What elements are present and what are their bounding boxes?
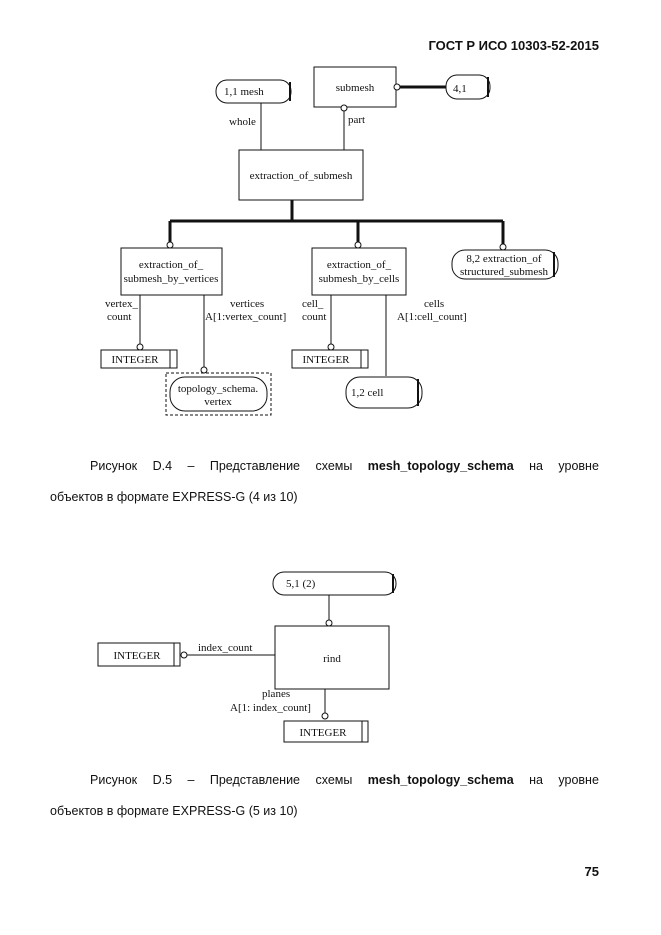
topology-vertex-label-1: topology_schema. — [178, 383, 259, 395]
integer-label-1: INTEGER — [111, 354, 159, 366]
part-attr-label: part — [348, 114, 365, 126]
structured-submesh-reference — [451, 249, 559, 280]
vertex-count-label-2: count — [107, 311, 131, 323]
caption-word: Рисунок — [90, 459, 138, 473]
extraction-of-submesh-entity — [238, 149, 364, 201]
vertices-label-1: vertices — [230, 298, 264, 310]
caption-word: – — [187, 773, 195, 787]
vertices-label-2: A[1:vertex_count] — [205, 311, 286, 323]
caption-word: уровне — [558, 773, 599, 787]
caption-word: Рисунок — [90, 773, 138, 787]
caption-line-2: объектов в формате EXPRESS-G (5 из 10) — [50, 804, 298, 818]
caption-word: D.5 — [152, 773, 173, 787]
integer-label-2: INTEGER — [302, 354, 350, 366]
cell-reference-box — [345, 376, 423, 409]
caption-word: схемы — [315, 773, 353, 787]
integer-bottom-label: INTEGER — [299, 727, 347, 739]
rind-label: rind — [323, 653, 341, 665]
figure-d4-diagram: 1,1 mesh submesh 4,1 whole part extracti… — [100, 66, 559, 416]
cells-label-2: A[1:cell_count] — [397, 311, 467, 323]
caption-line-2: объектов в формате EXPRESS-G (4 из 10) — [50, 490, 298, 504]
submesh-ref-label: 4,1 — [453, 83, 467, 95]
by-cells-label-1: extraction_of_ — [327, 259, 392, 271]
by-vertices-label-1: extraction_of_ — [139, 259, 204, 271]
caption-schema-name: mesh_topology_schema — [367, 773, 514, 787]
caption-word: на — [529, 459, 543, 473]
extraction-label: extraction_of_submesh — [250, 170, 353, 182]
caption-word: уровне — [558, 459, 599, 473]
whole-attr-label: whole — [229, 116, 256, 128]
extraction-by-vertices-entity — [120, 247, 223, 296]
topology-vertex-reference-inner — [169, 376, 268, 412]
figure-d5-caption: Рисунок D.5 – Представление схемы mesh_t… — [50, 765, 599, 827]
planes-label-1: planes — [262, 688, 290, 700]
rind-ref-label: 5,1 (2) — [286, 578, 316, 590]
caption-word: – — [187, 459, 195, 473]
document-header: ГОСТ Р ИСО 10303-52-2015 — [428, 38, 599, 53]
topology-vertex-label-2: vertex — [204, 396, 232, 408]
figure-d4-caption: Рисунок D.4 – Представление схемы mesh_t… — [50, 451, 599, 513]
by-cells-label-2: submesh_by_cells — [319, 273, 400, 285]
extraction-by-cells-entity — [311, 247, 407, 296]
caption-word: схемы — [315, 459, 353, 473]
by-vertices-label-2: submesh_by_vertices — [124, 273, 219, 285]
vertex-count-label-1: vertex_ — [105, 298, 138, 310]
integer-left-label: INTEGER — [113, 650, 161, 662]
topology-vertex-reference-outer — [165, 372, 272, 416]
integer-type-box-left — [97, 642, 181, 667]
submesh-label: submesh — [336, 82, 375, 94]
integer-type-box-bottom — [283, 720, 369, 743]
structured-label-2: structured_submesh — [460, 266, 548, 278]
rind-entity — [274, 625, 390, 690]
mesh-ref-label: 1,1 mesh — [224, 86, 264, 98]
structured-label-1: 8,2 extraction_of — [466, 253, 541, 265]
index-count-label: index_count — [198, 642, 252, 654]
cell-ref-label: 1,2 cell — [351, 387, 383, 399]
cells-label-1: cells — [424, 298, 444, 310]
planes-label-2: A[1: index_count] — [230, 702, 311, 714]
rind-reference-box — [272, 571, 397, 596]
cell-count-label-1: cell_ — [302, 298, 324, 310]
caption-word: D.4 — [152, 459, 173, 473]
cell-count-label-2: count — [302, 311, 326, 323]
caption-word: Представление — [209, 459, 301, 473]
caption-word: Представление — [209, 773, 301, 787]
page-number: 75 — [584, 864, 599, 879]
caption-schema-name: mesh_topology_schema — [367, 459, 514, 473]
caption-word: на — [529, 773, 543, 787]
